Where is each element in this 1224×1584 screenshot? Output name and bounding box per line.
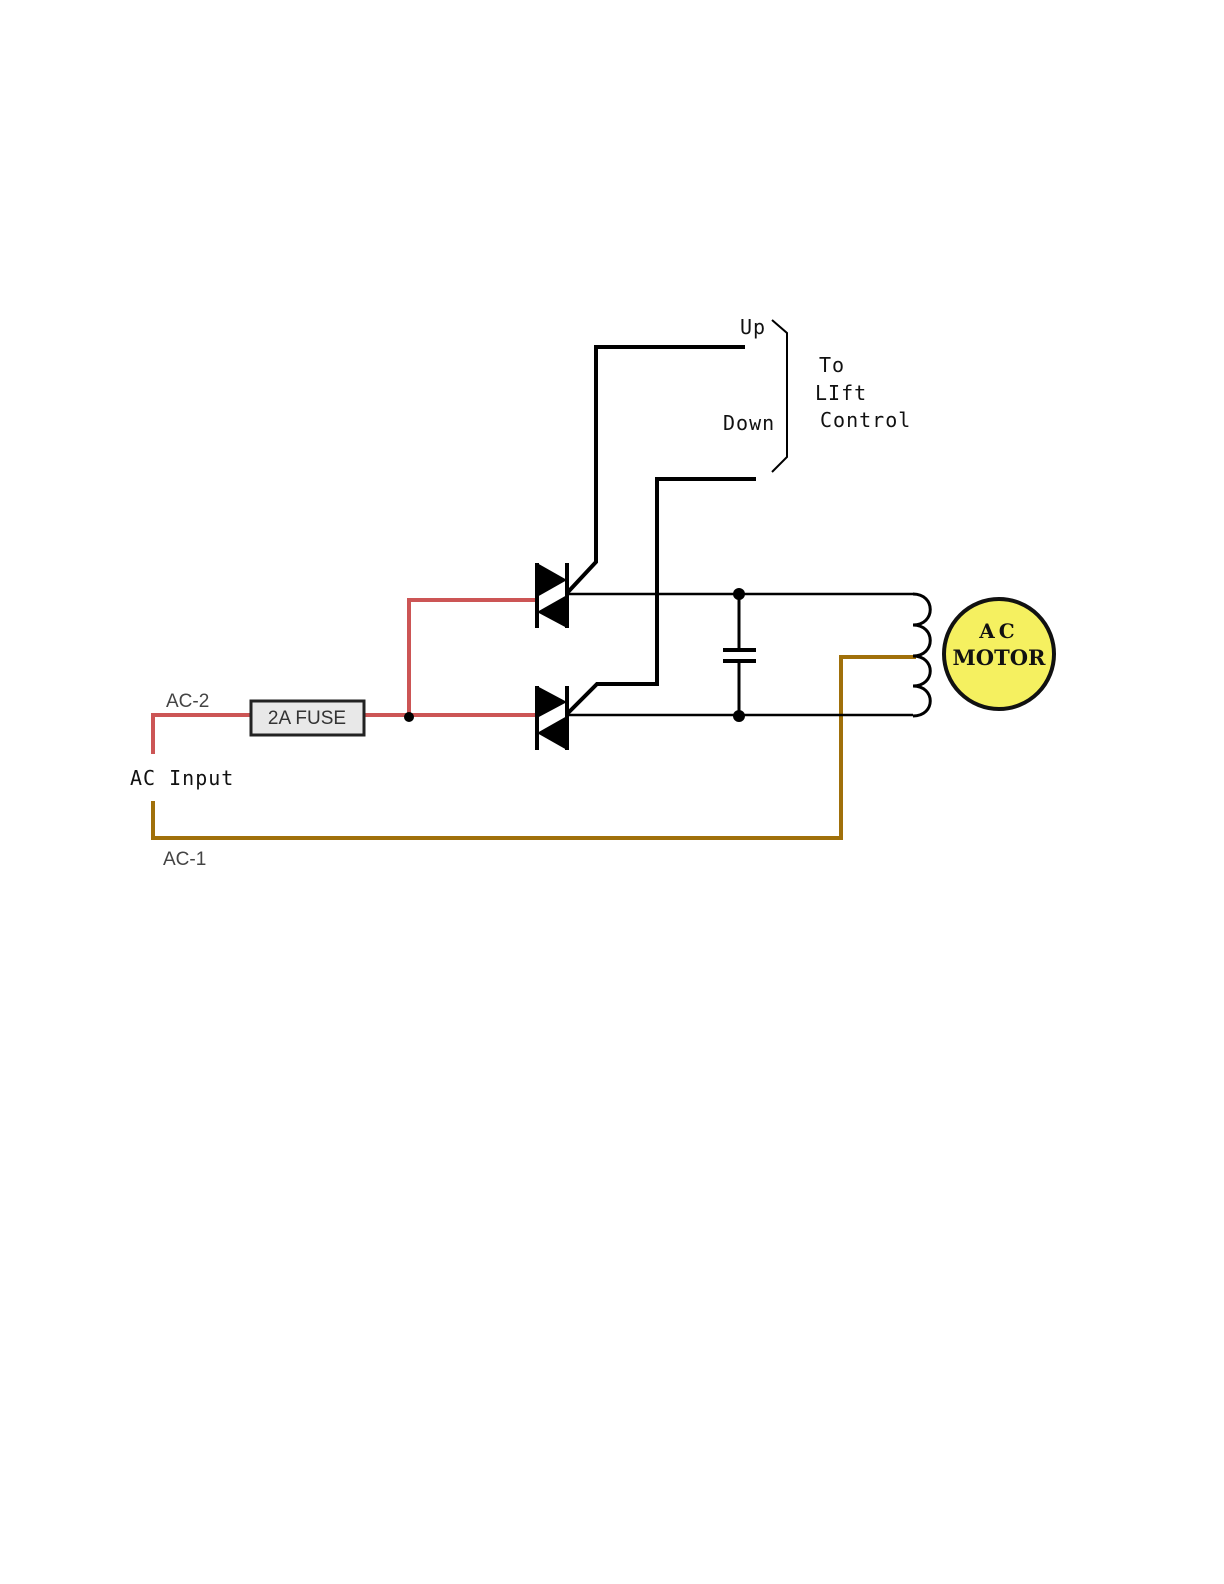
down-label: Down: [723, 411, 775, 435]
fuse-label: 2A FUSE: [268, 708, 346, 729]
capacitor: [723, 588, 756, 722]
ac2-input-wire: [153, 715, 251, 754]
ac1-label: AC-1: [163, 849, 206, 870]
triac-up: [537, 563, 567, 628]
capacitor-top-junction-dot: [733, 588, 745, 600]
lift-control-bracket: [772, 320, 787, 472]
triac-up-forward-triangle: [537, 563, 567, 597]
triac-up-reverse-triangle: [537, 595, 567, 628]
ac2-junction-dot: [404, 712, 414, 722]
ac2-upper-branch-wire: [409, 600, 537, 715]
triac-down-reverse-triangle: [537, 716, 567, 750]
triac-down: [537, 686, 567, 750]
triac-down-forward-triangle: [537, 686, 567, 718]
control-label: Control: [820, 408, 911, 432]
ac-motor: AC MOTOR: [944, 599, 1054, 709]
capacitor-bottom-junction-dot: [733, 710, 745, 722]
ac1-wire: [153, 657, 916, 838]
lift-label: LIft: [815, 381, 867, 405]
ac-input-label: AC Input: [130, 766, 234, 790]
up-label: Up: [740, 315, 766, 339]
ac-motor-label-motor: MOTOR: [953, 645, 1046, 670]
ac2-label: AC-2: [166, 691, 209, 712]
control-wires: [568, 347, 756, 713]
to-label: To: [819, 353, 845, 377]
ac-motor-label-ac: AC: [978, 619, 1018, 643]
motor-winding-coil: [913, 594, 930, 716]
fuse: 2A FUSE: [251, 701, 364, 735]
